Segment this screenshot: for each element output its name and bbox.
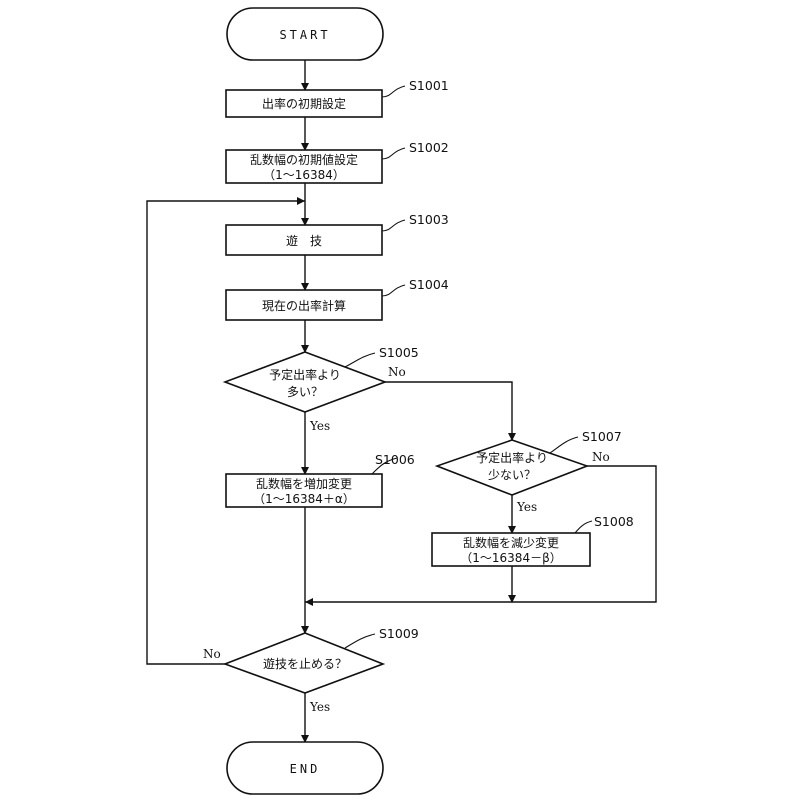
process-box (225, 89, 383, 118)
s1009-yes-label: Yes (309, 700, 330, 714)
s1001-text: 出率の初期設定 (262, 96, 346, 111)
s1009-no-label: No (203, 647, 221, 661)
arrowhead (508, 526, 516, 534)
s1009-id: S1009 (379, 626, 419, 641)
s1003-id: S1003 (409, 212, 449, 227)
s1004-id: S1004 (409, 277, 449, 292)
decision-s1007: 予定出率より 少ない？ S1007 No Yes (434, 429, 622, 514)
step-s1004: 現在の出率計算 S1004 (225, 277, 449, 321)
s1005-leader (344, 352, 376, 368)
end-terminal: END (226, 741, 384, 795)
s1005-text-1: 予定出率より (269, 367, 341, 382)
s1002-leader (381, 147, 406, 160)
arrowheads (297, 83, 516, 743)
s1006-text-1: 乱数幅を増加変更 (256, 476, 352, 491)
arrowhead (508, 433, 516, 441)
s1007-no-label: No (592, 450, 610, 464)
s1006-leader (371, 457, 398, 475)
process-box (431, 532, 591, 567)
step-s1008: 乱数幅を減少変更 （1～16384－β） S1008 (431, 514, 634, 567)
arrow-s1005-no (385, 381, 513, 440)
s1008-leader (574, 520, 593, 534)
s1002-text-2: （1～16384） (263, 168, 345, 182)
s1003-text: 遊 技 (286, 233, 322, 248)
decision-diamond (434, 439, 590, 496)
decision-diamond (222, 632, 386, 694)
s1008-id: S1008 (594, 514, 634, 529)
arrowhead (301, 283, 309, 291)
arrow-s1009-no-loop (146, 200, 305, 665)
arrowhead (301, 143, 309, 151)
start-terminal: START (226, 7, 384, 61)
s1006-text-2: （1～16384＋α） (253, 492, 355, 506)
start-label: START (279, 28, 330, 42)
process-box (225, 289, 383, 321)
end-label: END (290, 762, 321, 776)
terminal-shape (226, 741, 384, 795)
arrowhead (301, 218, 309, 226)
arrowhead (297, 197, 305, 205)
arrowhead (301, 83, 309, 91)
s1009-text: 遊技を止める？ (263, 656, 347, 671)
s1005-yes-label: Yes (309, 419, 330, 433)
arrowhead (508, 595, 516, 603)
s1004-text: 現在の出率計算 (262, 298, 346, 313)
arrow-s1007-no (305, 465, 657, 603)
process-box (225, 149, 383, 184)
arrowhead (301, 345, 309, 353)
s1007-text-1: 予定出率より (476, 450, 548, 465)
s1001-id: S1001 (409, 78, 449, 93)
s1007-leader (549, 436, 579, 454)
arrowhead (301, 467, 309, 475)
s1005-text-2: 多い？ (287, 385, 323, 399)
step-s1001: 出率の初期設定 S1001 (225, 78, 449, 118)
s1008-text-2: （1～16384－β） (460, 551, 561, 565)
step-s1003: 遊 技 S1003 (225, 212, 449, 256)
s1003-leader (381, 219, 406, 232)
s1004-leader (381, 284, 406, 297)
s1005-id: S1005 (379, 345, 419, 360)
s1005-no-label: No (388, 365, 406, 379)
step-s1002: 乱数幅の初期値設定 （1～16384） S1002 (225, 140, 449, 184)
s1007-yes-label: Yes (516, 500, 537, 514)
arrowhead (301, 626, 309, 634)
step-s1006: 乱数幅を増加変更 （1～16384＋α） S1006 (225, 452, 415, 508)
s1001-leader (381, 85, 406, 98)
s1006-id: S1006 (375, 452, 415, 467)
process-box (225, 224, 383, 256)
s1008-text-1: 乱数幅を減少変更 (463, 535, 559, 550)
arrowhead (305, 598, 313, 606)
decision-s1009: 遊技を止める？ S1009 No Yes (203, 626, 419, 714)
s1007-text-2: 少ない？ (488, 468, 536, 482)
s1009-leader (344, 633, 376, 649)
s1007-id: S1007 (582, 429, 622, 444)
terminal-shape (226, 7, 384, 61)
s1002-id: S1002 (409, 140, 449, 155)
s1002-text-1: 乱数幅の初期値設定 (250, 152, 358, 167)
decision-diamond (222, 351, 388, 413)
decision-s1005: 予定出率より 多い？ S1005 No Yes (222, 345, 419, 433)
process-box (225, 473, 383, 508)
arrowhead (301, 735, 309, 743)
connectors (146, 60, 657, 742)
